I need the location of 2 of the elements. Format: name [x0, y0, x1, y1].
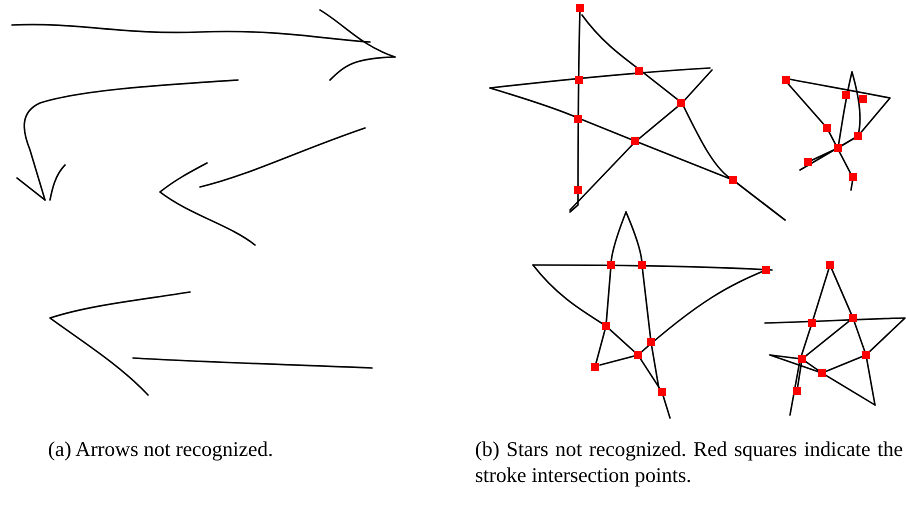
figure-caption: (b) Stars not recognized. Red squares indicate the stroke intersection points. — [475, 436, 903, 488]
figure-caption: (a) Arrows not recognized. — [48, 436, 274, 462]
